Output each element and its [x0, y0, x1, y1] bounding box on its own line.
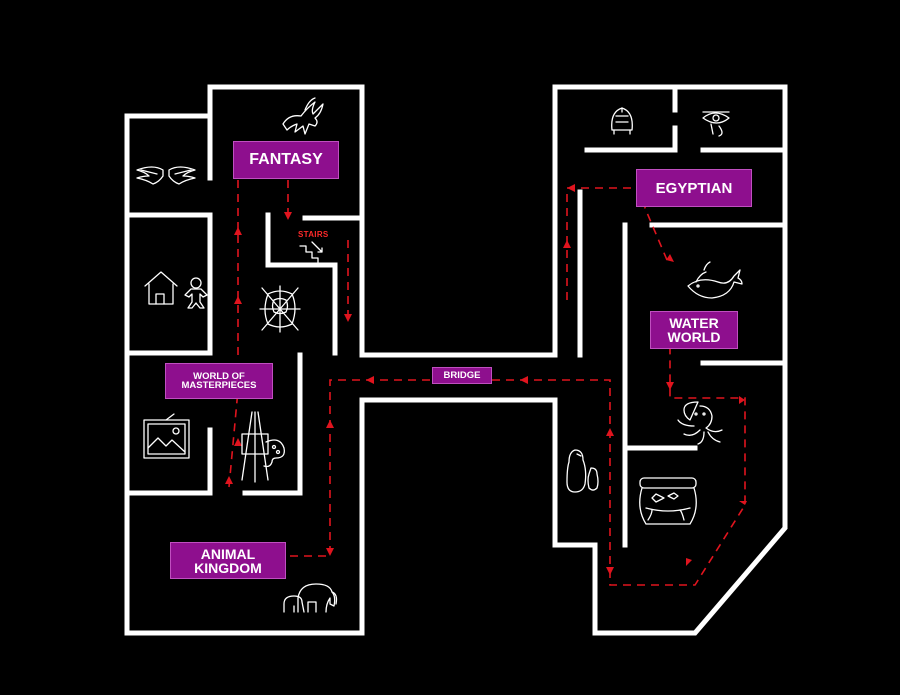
hut-icon	[144, 271, 178, 305]
wings-icon	[136, 166, 196, 185]
zone-label-fantasy[interactable]: FANTASY	[233, 141, 339, 179]
pharaoh-icon	[611, 107, 633, 135]
zone-label-world-of-masterpieces[interactable]: WORLD OF MASTERPIECES	[165, 363, 273, 399]
eye-of-horus-icon	[702, 111, 730, 137]
pegasus-icon	[282, 97, 324, 135]
stairs-icon	[299, 241, 327, 265]
zone-label-egyptian[interactable]: EGYPTIAN	[636, 169, 752, 207]
zone-label-animal-kingdom[interactable]: ANIMAL KINGDOM	[170, 542, 286, 579]
octopus-icon	[677, 401, 723, 445]
aquarium-icon	[639, 477, 697, 525]
spiderweb-icon	[259, 285, 301, 333]
whale-icon	[687, 261, 743, 299]
easel-icon	[241, 411, 285, 483]
stairs-label: STAIRS	[298, 230, 329, 239]
gingerbread-icon	[184, 277, 208, 309]
walls	[124, 84, 788, 636]
tour-route	[225, 180, 747, 586]
zone-label-bridge[interactable]: BRIDGE	[432, 367, 492, 384]
elephants-icon	[283, 583, 338, 613]
penguins-icon	[566, 449, 599, 493]
framed-painting-icon	[143, 413, 190, 459]
zone-label-water-world[interactable]: WATER WORLD	[650, 311, 738, 349]
